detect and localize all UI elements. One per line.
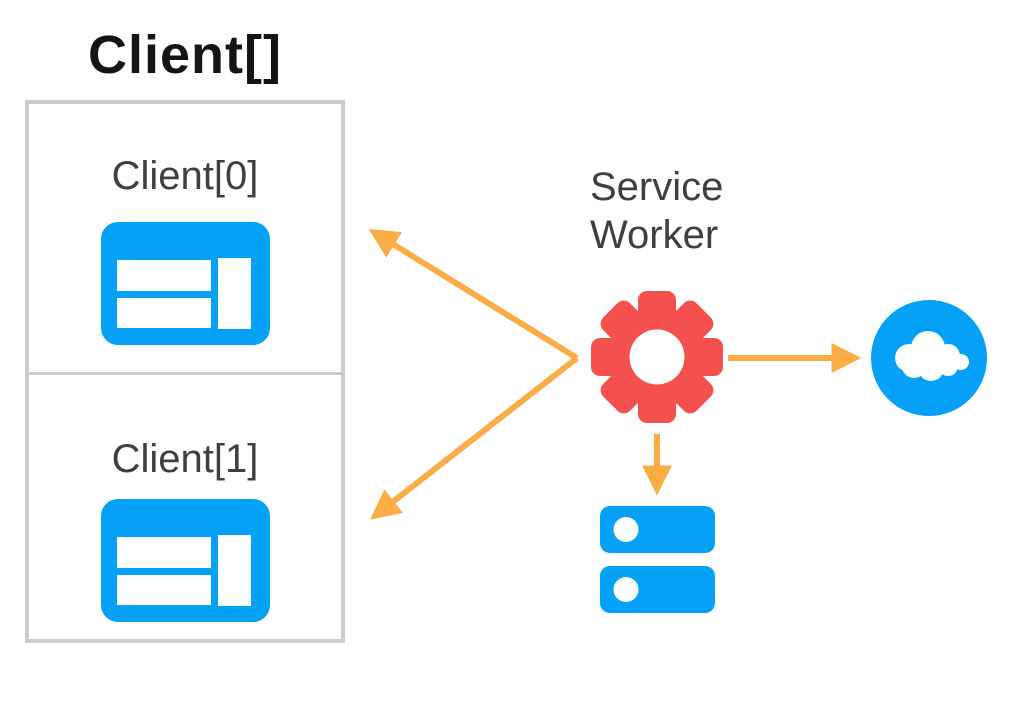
clients-group-title: Client[] [88,25,282,85]
client-0-section: Client[0] [29,104,341,372]
service-worker-label-line-1: Service [590,165,724,209]
database-icon [600,506,715,613]
arrow-sw-to-client0 [368,229,579,361]
cloud-icon [871,300,987,416]
client-1-label: Client[1] [111,436,259,481]
gear-icon [591,291,723,423]
web-browser-icon [100,222,270,345]
client-0-label: Client[0] [111,154,259,198]
clients-group-box: Client[0] Client[1] [25,100,345,643]
web-browser-icon [100,498,270,622]
service-worker-label: Service Worker [590,163,723,259]
arrow-sw-to-client1 [370,355,579,520]
client-1-section: Client[1] [29,371,341,640]
service-worker-label-line-2: Worker [590,213,719,257]
